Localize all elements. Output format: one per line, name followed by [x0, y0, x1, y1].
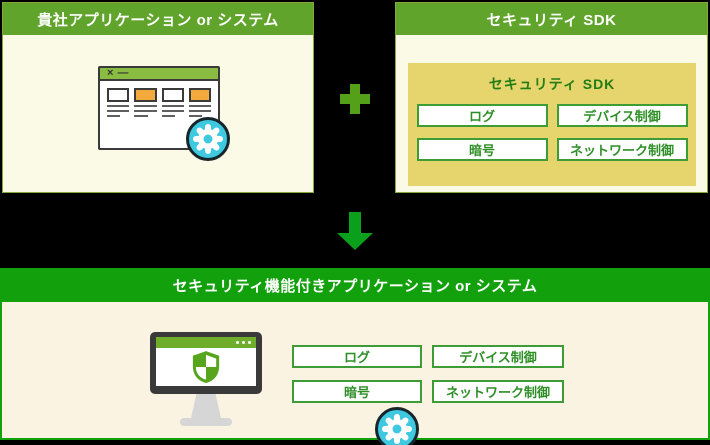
browser-window-illustration: × —	[98, 66, 230, 161]
arrow-down-icon	[337, 212, 373, 250]
gear-icon	[375, 407, 419, 445]
content-column	[107, 88, 130, 117]
content-column	[134, 88, 157, 117]
content-thumbnail	[188, 88, 211, 102]
gear-icon	[186, 117, 230, 161]
module-chip-log: ログ	[292, 345, 422, 368]
close-icon: ×	[107, 66, 114, 79]
module-chip-network-control: ネットワーク制御	[556, 138, 688, 161]
plus-icon	[340, 84, 370, 114]
module-chip-encryption: 暗号	[292, 380, 422, 403]
sdk-panel: セキュリティ SDK ログ デバイス制御 暗号 ネットワーク制御	[408, 63, 696, 186]
content-thumbnail	[134, 88, 157, 102]
monitor-stand-neck	[191, 394, 221, 418]
module-chip-device-control: デバイス制御	[556, 104, 688, 127]
sdk-panel-label: セキュリティ SDK	[488, 76, 616, 92]
result-box: セキュリティ機能付きアプリケーション or システム	[0, 268, 710, 445]
monitor-stand-base	[180, 418, 232, 426]
monitor-frame	[150, 332, 262, 394]
result-body: ログ デバイス制御 暗号 ネットワーク制御	[0, 302, 710, 445]
monitor-screen	[156, 348, 256, 386]
module-chip-network-control: ネットワーク制御	[432, 380, 564, 403]
monitor-illustration	[150, 332, 419, 445]
result-module-list: ログ デバイス制御 暗号 ネットワーク制御	[292, 345, 564, 403]
browser-titlebar: × —	[100, 66, 218, 81]
content-thumbnail	[161, 88, 184, 102]
content-column	[161, 88, 184, 117]
module-chip-device-control: デバイス制御	[432, 345, 564, 368]
module-chip-log: ログ	[416, 104, 548, 127]
shield-icon	[192, 351, 220, 383]
your-application-title: 貴社アプリケーション or システム	[3, 3, 313, 35]
security-sdk-box: セキュリティ SDK セキュリティ SDK ログ デバイス制御 暗号 ネットワー…	[395, 2, 708, 193]
browser-window: × —	[98, 66, 220, 150]
your-application-box: 貴社アプリケーション or システム × —	[2, 2, 314, 193]
module-chip-encryption: 暗号	[416, 138, 548, 161]
window-dots-icon	[156, 337, 256, 348]
content-thumbnail	[107, 88, 130, 102]
browser-content	[100, 81, 218, 117]
result-title: セキュリティ機能付きアプリケーション or システム	[0, 268, 710, 302]
content-column	[188, 88, 211, 117]
minimize-icon: —	[117, 66, 129, 79]
security-sdk-title: セキュリティ SDK	[396, 3, 707, 35]
sdk-module-list: ログ デバイス制御 暗号 ネットワーク制御	[408, 104, 696, 161]
